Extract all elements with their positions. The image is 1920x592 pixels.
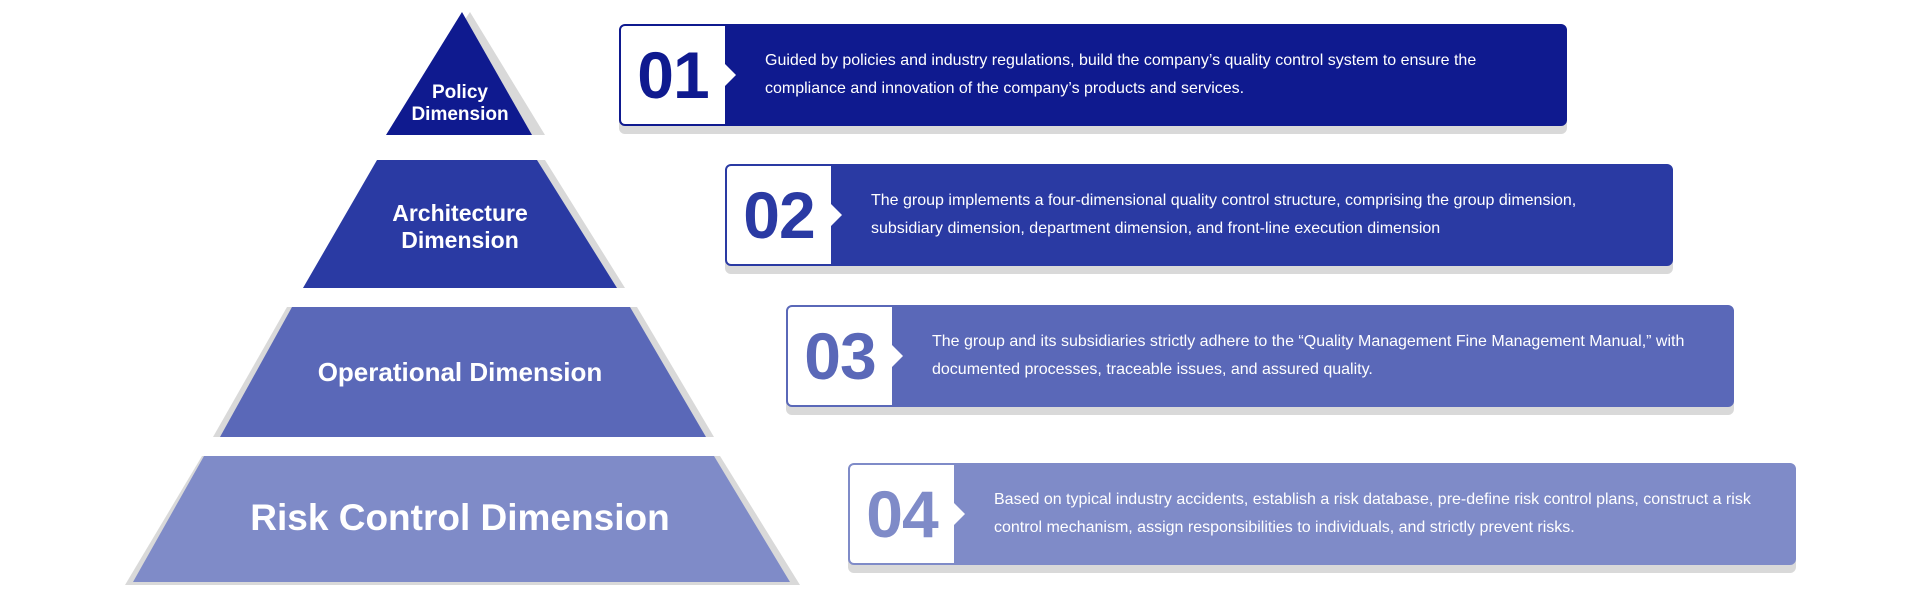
card-number: 04 [866,477,938,551]
card-description: Guided by policies and industry regulati… [765,52,1477,97]
tier-2-architecture [303,160,617,288]
tier-3-operational [220,307,706,437]
card-number-box: 03 [788,307,903,405]
card-number-box: 01 [621,26,736,124]
card-description: Based on typical industry accidents, est… [994,491,1751,536]
tier-1-policy [386,12,532,135]
card-operational: 03 The group and its subsidiaries strict… [786,305,1734,407]
tier-1-label: Policy Dimension [411,82,509,126]
card-number: 03 [804,319,876,393]
tier-2-label: Architecture Dimension [392,200,528,254]
tier-4-risk-control [133,456,790,582]
card-number: 01 [637,38,709,112]
card-architecture: 02 The group implements a four-dimension… [725,164,1673,266]
card-number-box: 04 [850,465,965,563]
card-number: 02 [743,178,815,252]
card-description: The group and its subsidiaries strictly … [932,333,1685,378]
card-policy: 01 Guided by policies and industry regul… [619,24,1567,126]
pyramid-diagram [125,12,800,585]
card-risk-control: 04 Based on typical industry accidents, … [848,463,1796,565]
tier-4-label: Risk Control Dimension [250,497,670,538]
card-number-box: 02 [727,166,842,264]
tier-3-label: Operational Dimension [317,357,603,387]
card-description: The group implements a four-dimensional … [871,192,1577,237]
